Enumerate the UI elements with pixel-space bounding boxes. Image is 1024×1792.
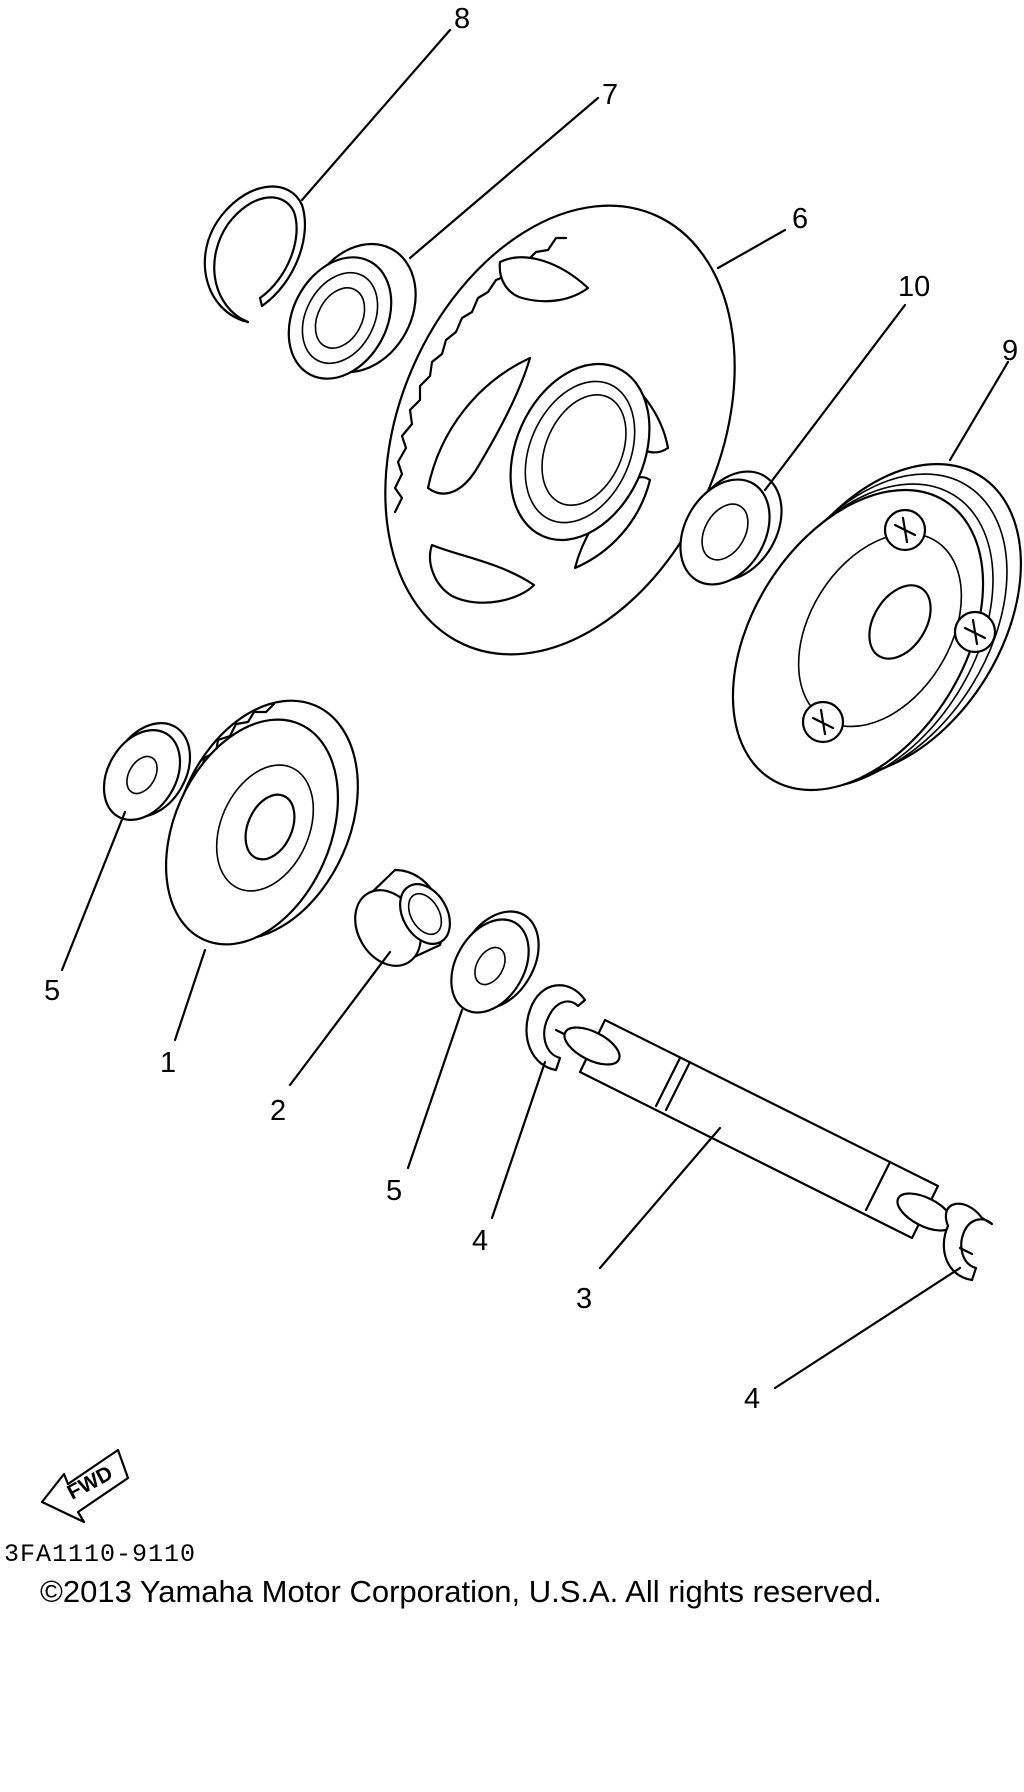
callout-2: 2 — [270, 1095, 286, 1127]
part-7-bearing — [287, 242, 417, 380]
part-6-starter-wheel-gear — [384, 204, 736, 656]
leader-4b — [773, 1266, 962, 1390]
callout-8: 8 — [454, 3, 470, 35]
part-9-one-way-clutch — [731, 462, 1023, 792]
part-1-idle-gear — [164, 699, 359, 946]
part-5-washer-middle — [450, 910, 540, 1014]
part-8-circlip — [203, 185, 306, 324]
leader-5a — [60, 810, 127, 972]
leader-7 — [408, 96, 600, 260]
leader-5b — [406, 1008, 464, 1170]
diagram-code: 3FA1110-9110 — [4, 1540, 197, 1569]
fwd-arrow-icon: FWD — [40, 1448, 130, 1524]
leader-8 — [300, 28, 452, 202]
callout-9: 9 — [1002, 335, 1018, 367]
leader-6 — [716, 228, 787, 270]
leader-2 — [288, 950, 392, 1087]
part-3-shaft — [563, 1018, 954, 1240]
leader-1 — [173, 948, 207, 1042]
copyright-notice: ©2013 Yamaha Motor Corporation, U.S.A. A… — [40, 1574, 882, 1609]
part-5-washer-left — [102, 722, 192, 822]
leader-10 — [763, 303, 907, 492]
leader-lines — [60, 28, 1010, 1390]
part-4-e-clip-lower — [942, 1202, 994, 1282]
leader-9 — [948, 360, 1010, 462]
part-10-washer — [679, 470, 783, 586]
callout-4-lower: 4 — [744, 1383, 760, 1415]
callout-5-left: 5 — [44, 975, 60, 1007]
callout-1: 1 — [160, 1047, 176, 1079]
callout-6: 6 — [792, 203, 808, 235]
callout-7: 7 — [602, 79, 618, 111]
callout-5-middle: 5 — [386, 1175, 402, 1207]
callout-4-upper: 4 — [472, 1225, 488, 1257]
leader-3 — [598, 1126, 722, 1270]
leader-4a — [490, 1060, 547, 1220]
callout-3: 3 — [576, 1283, 592, 1315]
part-2-needle-bearing — [354, 868, 451, 967]
callout-10: 10 — [898, 271, 930, 303]
